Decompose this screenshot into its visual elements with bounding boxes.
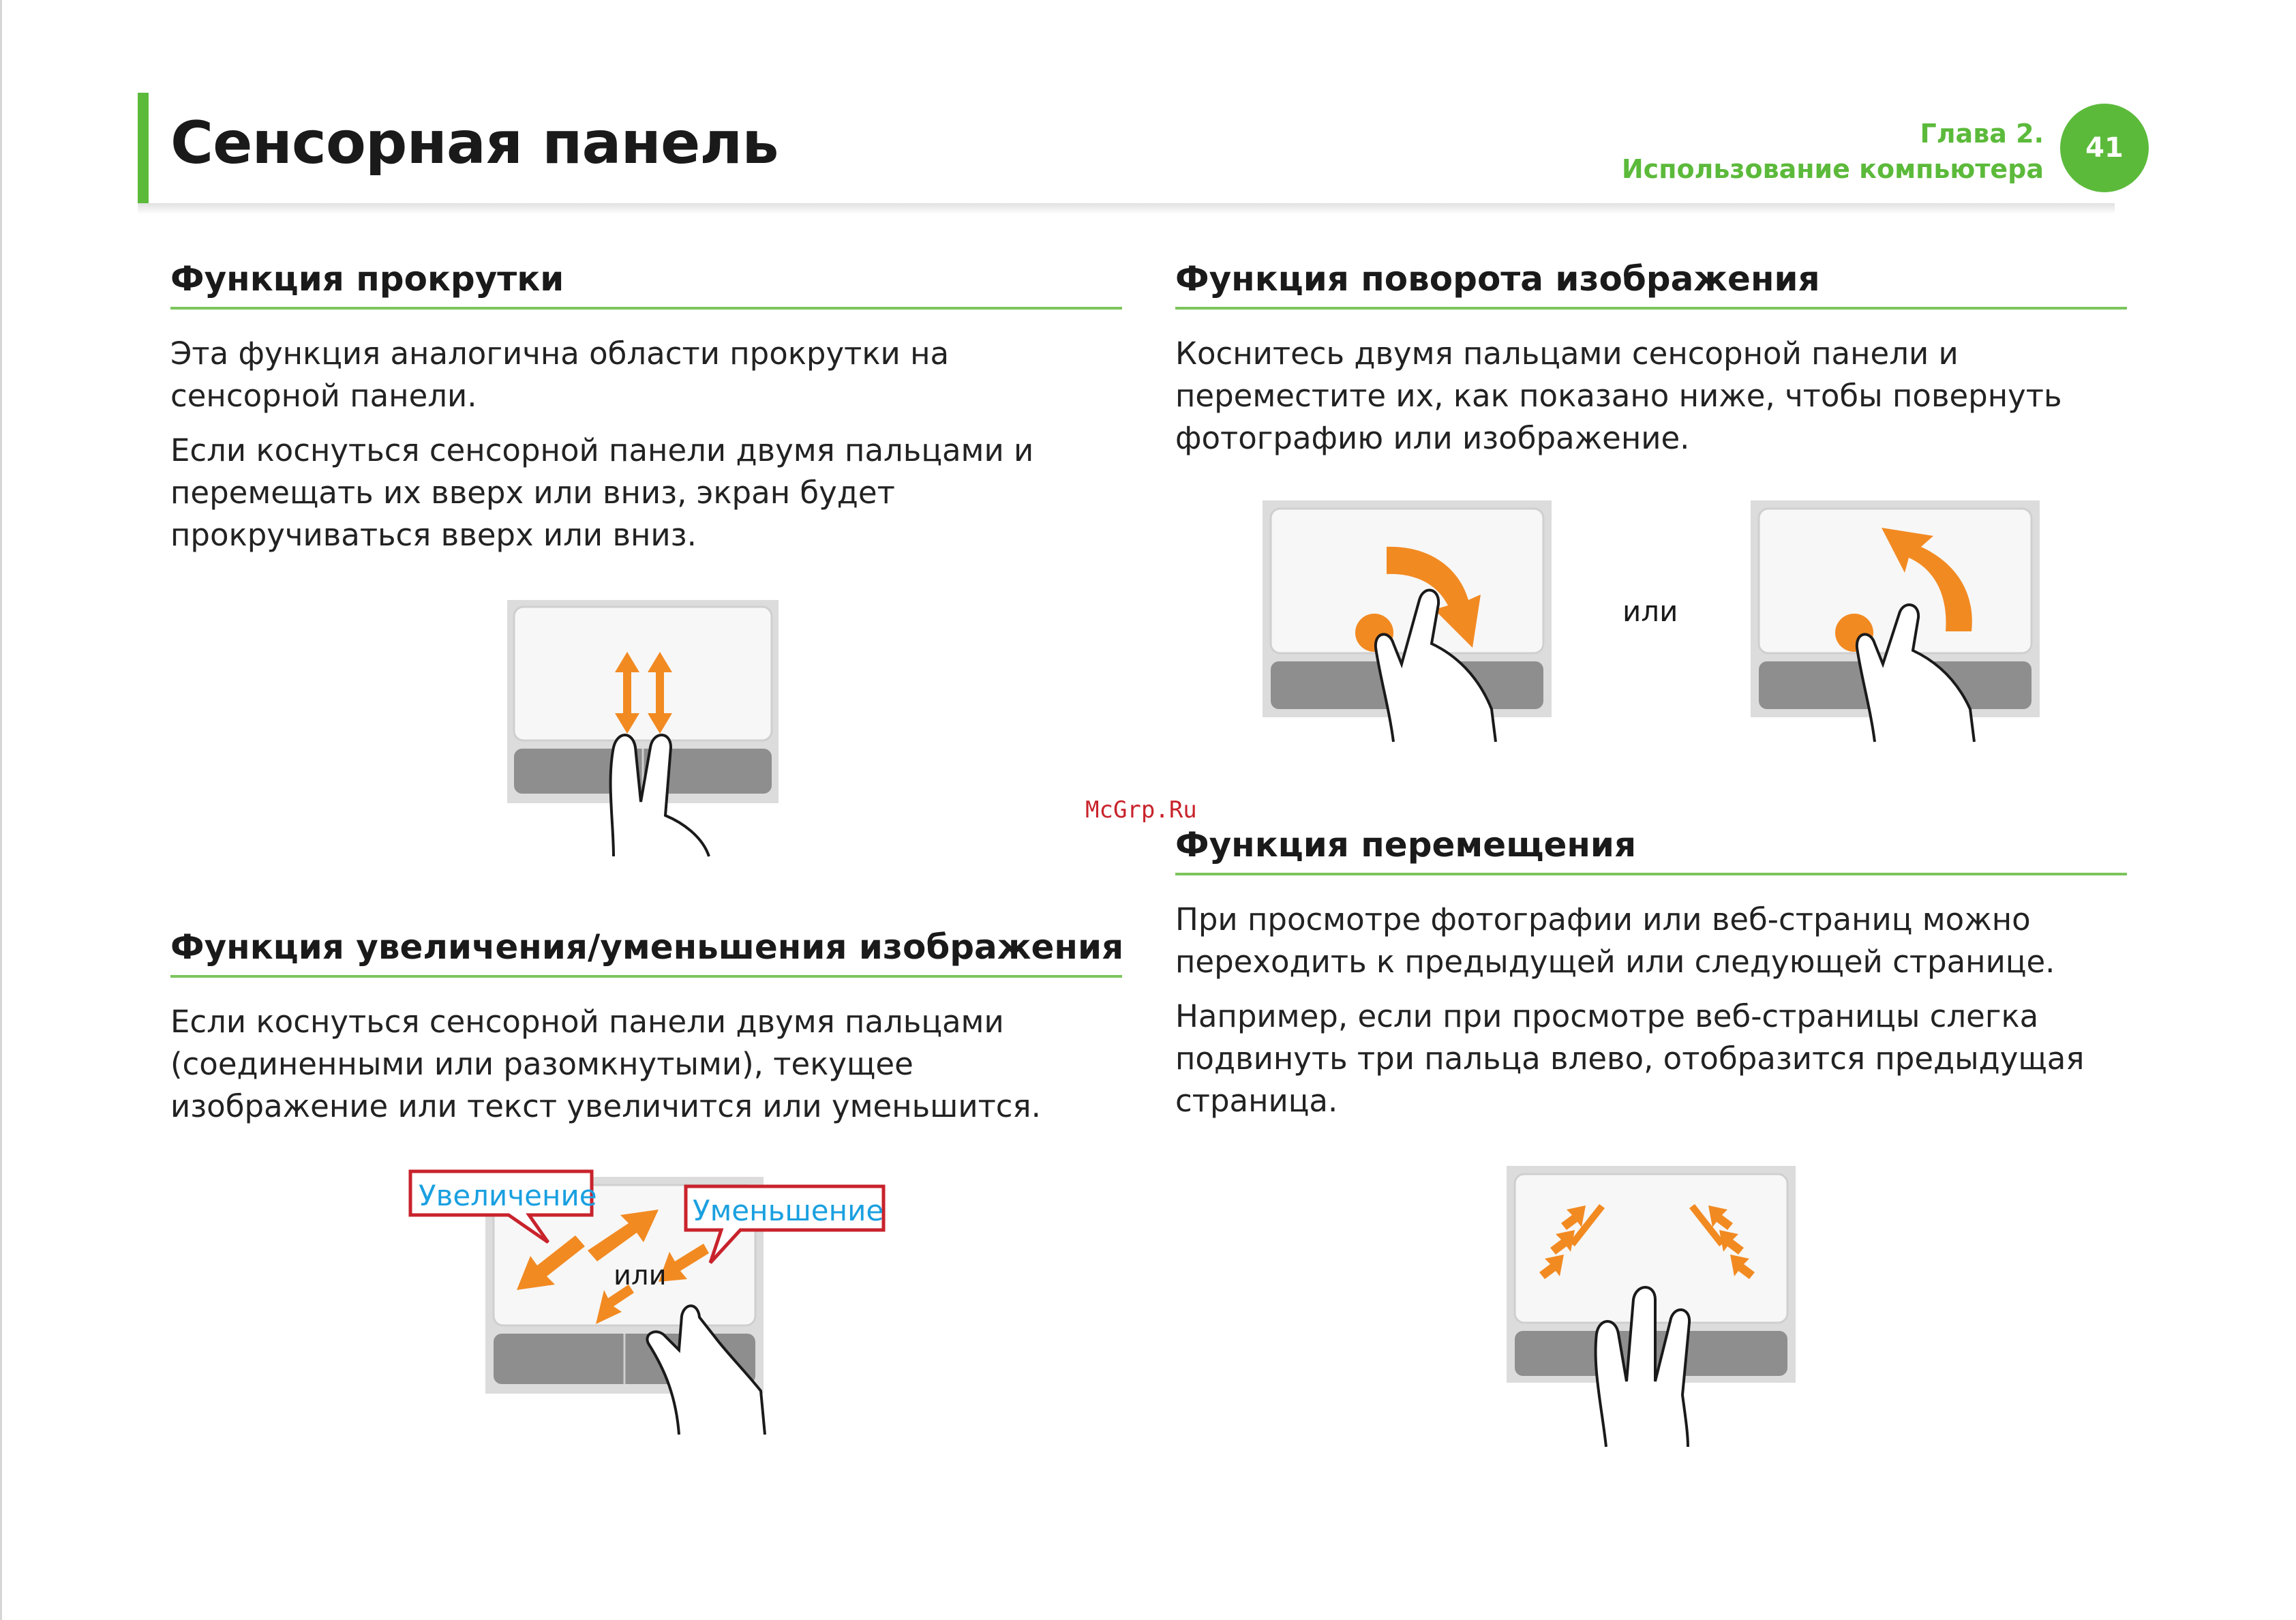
scroll-text: Эта функция аналогична области прокрутки… (170, 333, 1122, 556)
chapter-label: Глава 2. Использование компьютера (1622, 116, 2044, 187)
page-border (0, 0, 2, 1620)
rotate-text: Коснитесь двумя пальцами сенсорной панел… (1175, 333, 2127, 460)
rotate-clockwise-illustration (1263, 500, 1552, 742)
scroll-section: Функция прокрутки Эта функция аналогична… (170, 259, 1122, 569)
touchpad-surface (513, 605, 773, 742)
chapter-title: Использование компьютера (1621, 154, 2044, 184)
rotate-paragraph-1: Коснитесь двумя пальцами сенсорной панел… (1175, 335, 2062, 456)
rotate-hand (1374, 588, 1497, 742)
scroll-gesture-illustration (507, 600, 779, 857)
zoom-paragraph-1: Если коснуться сенсорной панели двумя па… (170, 1004, 1041, 1124)
scroll-paragraph-1: Эта функция аналогична области прокрутки… (170, 335, 950, 414)
three-finger-hand (1594, 1286, 1691, 1448)
touchpad-surface (1269, 507, 1545, 655)
watermark: McGrp.Ru (1085, 796, 1197, 824)
rotate-section: Функция поворота изображения Коснитесь д… (1175, 259, 2127, 472)
flick-right-arrows (1689, 1204, 1755, 1279)
zoom-gesture-illustration: или Увеличение Уменьшение (408, 1169, 886, 1435)
page-number-badge: 41 (2060, 104, 2149, 192)
zoom-heading: Функция увеличения/уменьшения изображени… (170, 927, 1123, 978)
zoom-or-label: или (614, 1260, 667, 1291)
rotate-or-label: или (1622, 595, 1678, 628)
flick-paragraph-1: При просмотре фотографии или веб-страниц… (1175, 901, 2055, 980)
zoom-out-callout: Уменьшение (684, 1184, 886, 1264)
zoom-in-label: Увеличение (419, 1179, 597, 1212)
rotate-counterclockwise-illustration (1751, 500, 2040, 742)
pinch-hand (646, 1304, 766, 1435)
rotate-arrow (1882, 528, 1972, 631)
page-title: Сенсорная панель (170, 109, 779, 177)
title-accent-bar (138, 93, 149, 203)
flick-heading: Функция перемещения (1175, 825, 2127, 875)
zoom-text: Если коснуться сенсорной панели двумя па… (170, 1001, 1122, 1128)
rotate-hand (1855, 603, 1976, 742)
flick-text: При просмотре фотографии или веб-страниц… (1175, 899, 2127, 1122)
two-finger-hand (609, 734, 710, 857)
header-divider (138, 203, 2115, 214)
flick-section: Функция перемещения При просмотре фотогр… (1175, 825, 2127, 1135)
rotate-heading: Функция поворота изображения (1175, 259, 2127, 310)
zoom-arrows (517, 1210, 709, 1324)
zoom-out-label: Уменьшение (693, 1194, 883, 1227)
flick-gesture-illustration (1507, 1166, 1796, 1448)
chapter-number: Глава 2. (1920, 119, 2044, 149)
flick-paragraph-2: Например, если при просмотре веб-страниц… (1175, 998, 2085, 1119)
scroll-heading: Функция прокрутки (170, 259, 1122, 310)
flick-left-arrows (1539, 1204, 1605, 1279)
zoom-in-callout: Увеличение (408, 1169, 597, 1244)
zoom-section: Функция увеличения/уменьшения изображени… (170, 927, 1123, 1140)
rotate-arrow (1387, 546, 1481, 648)
scroll-paragraph-2: Если коснуться сенсорной панели двумя па… (170, 432, 1034, 553)
scroll-arrows (615, 652, 672, 734)
